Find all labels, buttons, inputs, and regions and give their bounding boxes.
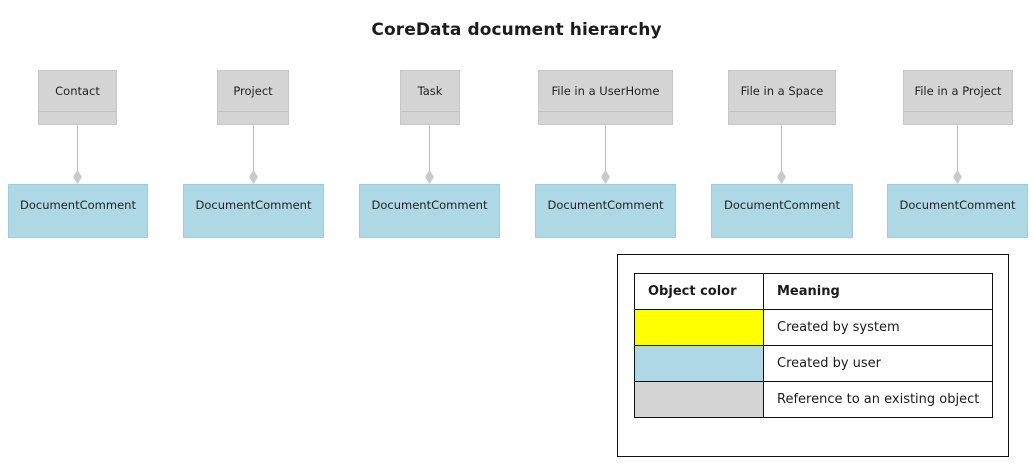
class-divider [9, 225, 147, 226]
class-divider [729, 111, 835, 112]
page-title: CoreData document hierarchy [371, 20, 662, 40]
class-box-parent-file-in-a-project[interactable]: File in a Project [903, 70, 1013, 125]
legend-swatch-reference-to-existing-object [634, 381, 764, 418]
legend-meaning-reference-to-existing-object: Reference to an existing object [763, 381, 993, 418]
class-title: File in a UserHome [551, 84, 660, 98]
color-swatch [635, 346, 763, 381]
class-divider [39, 111, 116, 112]
aggregation-diamond-contact [73, 170, 82, 184]
class-box-child-task[interactable]: DocumentComment [359, 184, 500, 238]
legend-row: Reference to an existing object [634, 381, 993, 418]
aggregation-diamond-file-in-a-project [953, 170, 962, 184]
class-title: Contact [55, 84, 100, 98]
class-box-child-project[interactable]: DocumentComment [183, 184, 324, 238]
class-title: DocumentComment [547, 198, 664, 212]
legend-panel: Object color Meaning Created by system C… [617, 254, 1009, 457]
class-divider [360, 225, 499, 226]
legend-meaning-created-by-system: Created by system [763, 309, 993, 346]
class-divider [218, 111, 288, 112]
color-swatch [635, 310, 763, 345]
class-divider [536, 225, 675, 226]
class-title: File in a Space [740, 84, 824, 98]
class-box-child-contact[interactable]: DocumentComment [8, 184, 148, 238]
class-box-child-file-in-a-userhome[interactable]: DocumentComment [535, 184, 676, 238]
legend-swatch-created-by-user [634, 345, 764, 382]
class-box-parent-file-in-a-space[interactable]: File in a Space [728, 70, 836, 125]
class-title: DocumentComment [724, 198, 840, 212]
class-title: File in a Project [914, 84, 1002, 98]
class-title: DocumentComment [20, 198, 136, 212]
aggregation-diamond-task [425, 170, 434, 184]
connector-line-task [429, 125, 430, 178]
legend-header-row: Object color Meaning [634, 273, 993, 310]
class-divider [184, 225, 323, 226]
connector-line-file-in-a-project [957, 125, 958, 178]
class-box-parent-project[interactable]: Project [217, 70, 289, 125]
class-title: DocumentComment [899, 198, 1016, 212]
class-divider [904, 111, 1012, 112]
connector-line-contact [77, 125, 78, 178]
class-title: Project [233, 84, 273, 98]
legend-header-meaning: Meaning [763, 273, 993, 310]
class-divider [888, 225, 1027, 226]
legend-row: Created by user [634, 345, 993, 382]
class-divider [712, 225, 852, 226]
legend-table: Object color Meaning Created by system C… [634, 273, 993, 418]
class-divider [539, 111, 672, 112]
legend-meaning-created-by-user: Created by user [763, 345, 993, 382]
aggregation-diamond-project [249, 170, 258, 184]
connector-line-file-in-a-userhome [605, 125, 606, 178]
class-box-parent-task[interactable]: Task [400, 70, 460, 125]
class-title: DocumentComment [195, 198, 312, 212]
class-box-parent-contact[interactable]: Contact [38, 70, 117, 125]
aggregation-diamond-file-in-a-space [777, 170, 786, 184]
class-box-parent-file-in-a-userhome[interactable]: File in a UserHome [538, 70, 673, 125]
class-box-child-file-in-a-space[interactable]: DocumentComment [711, 184, 853, 238]
class-title: Task [417, 84, 443, 98]
connector-line-file-in-a-space [781, 125, 782, 178]
aggregation-diamond-file-in-a-userhome [601, 170, 610, 184]
color-swatch [635, 382, 763, 417]
class-divider [401, 111, 459, 112]
legend-row: Created by system [634, 309, 993, 346]
class-box-child-file-in-a-project[interactable]: DocumentComment [887, 184, 1028, 238]
connector-line-project [253, 125, 254, 178]
class-title: DocumentComment [371, 198, 488, 212]
legend-header-object-color: Object color [634, 273, 764, 310]
legend-swatch-created-by-system [634, 309, 764, 346]
